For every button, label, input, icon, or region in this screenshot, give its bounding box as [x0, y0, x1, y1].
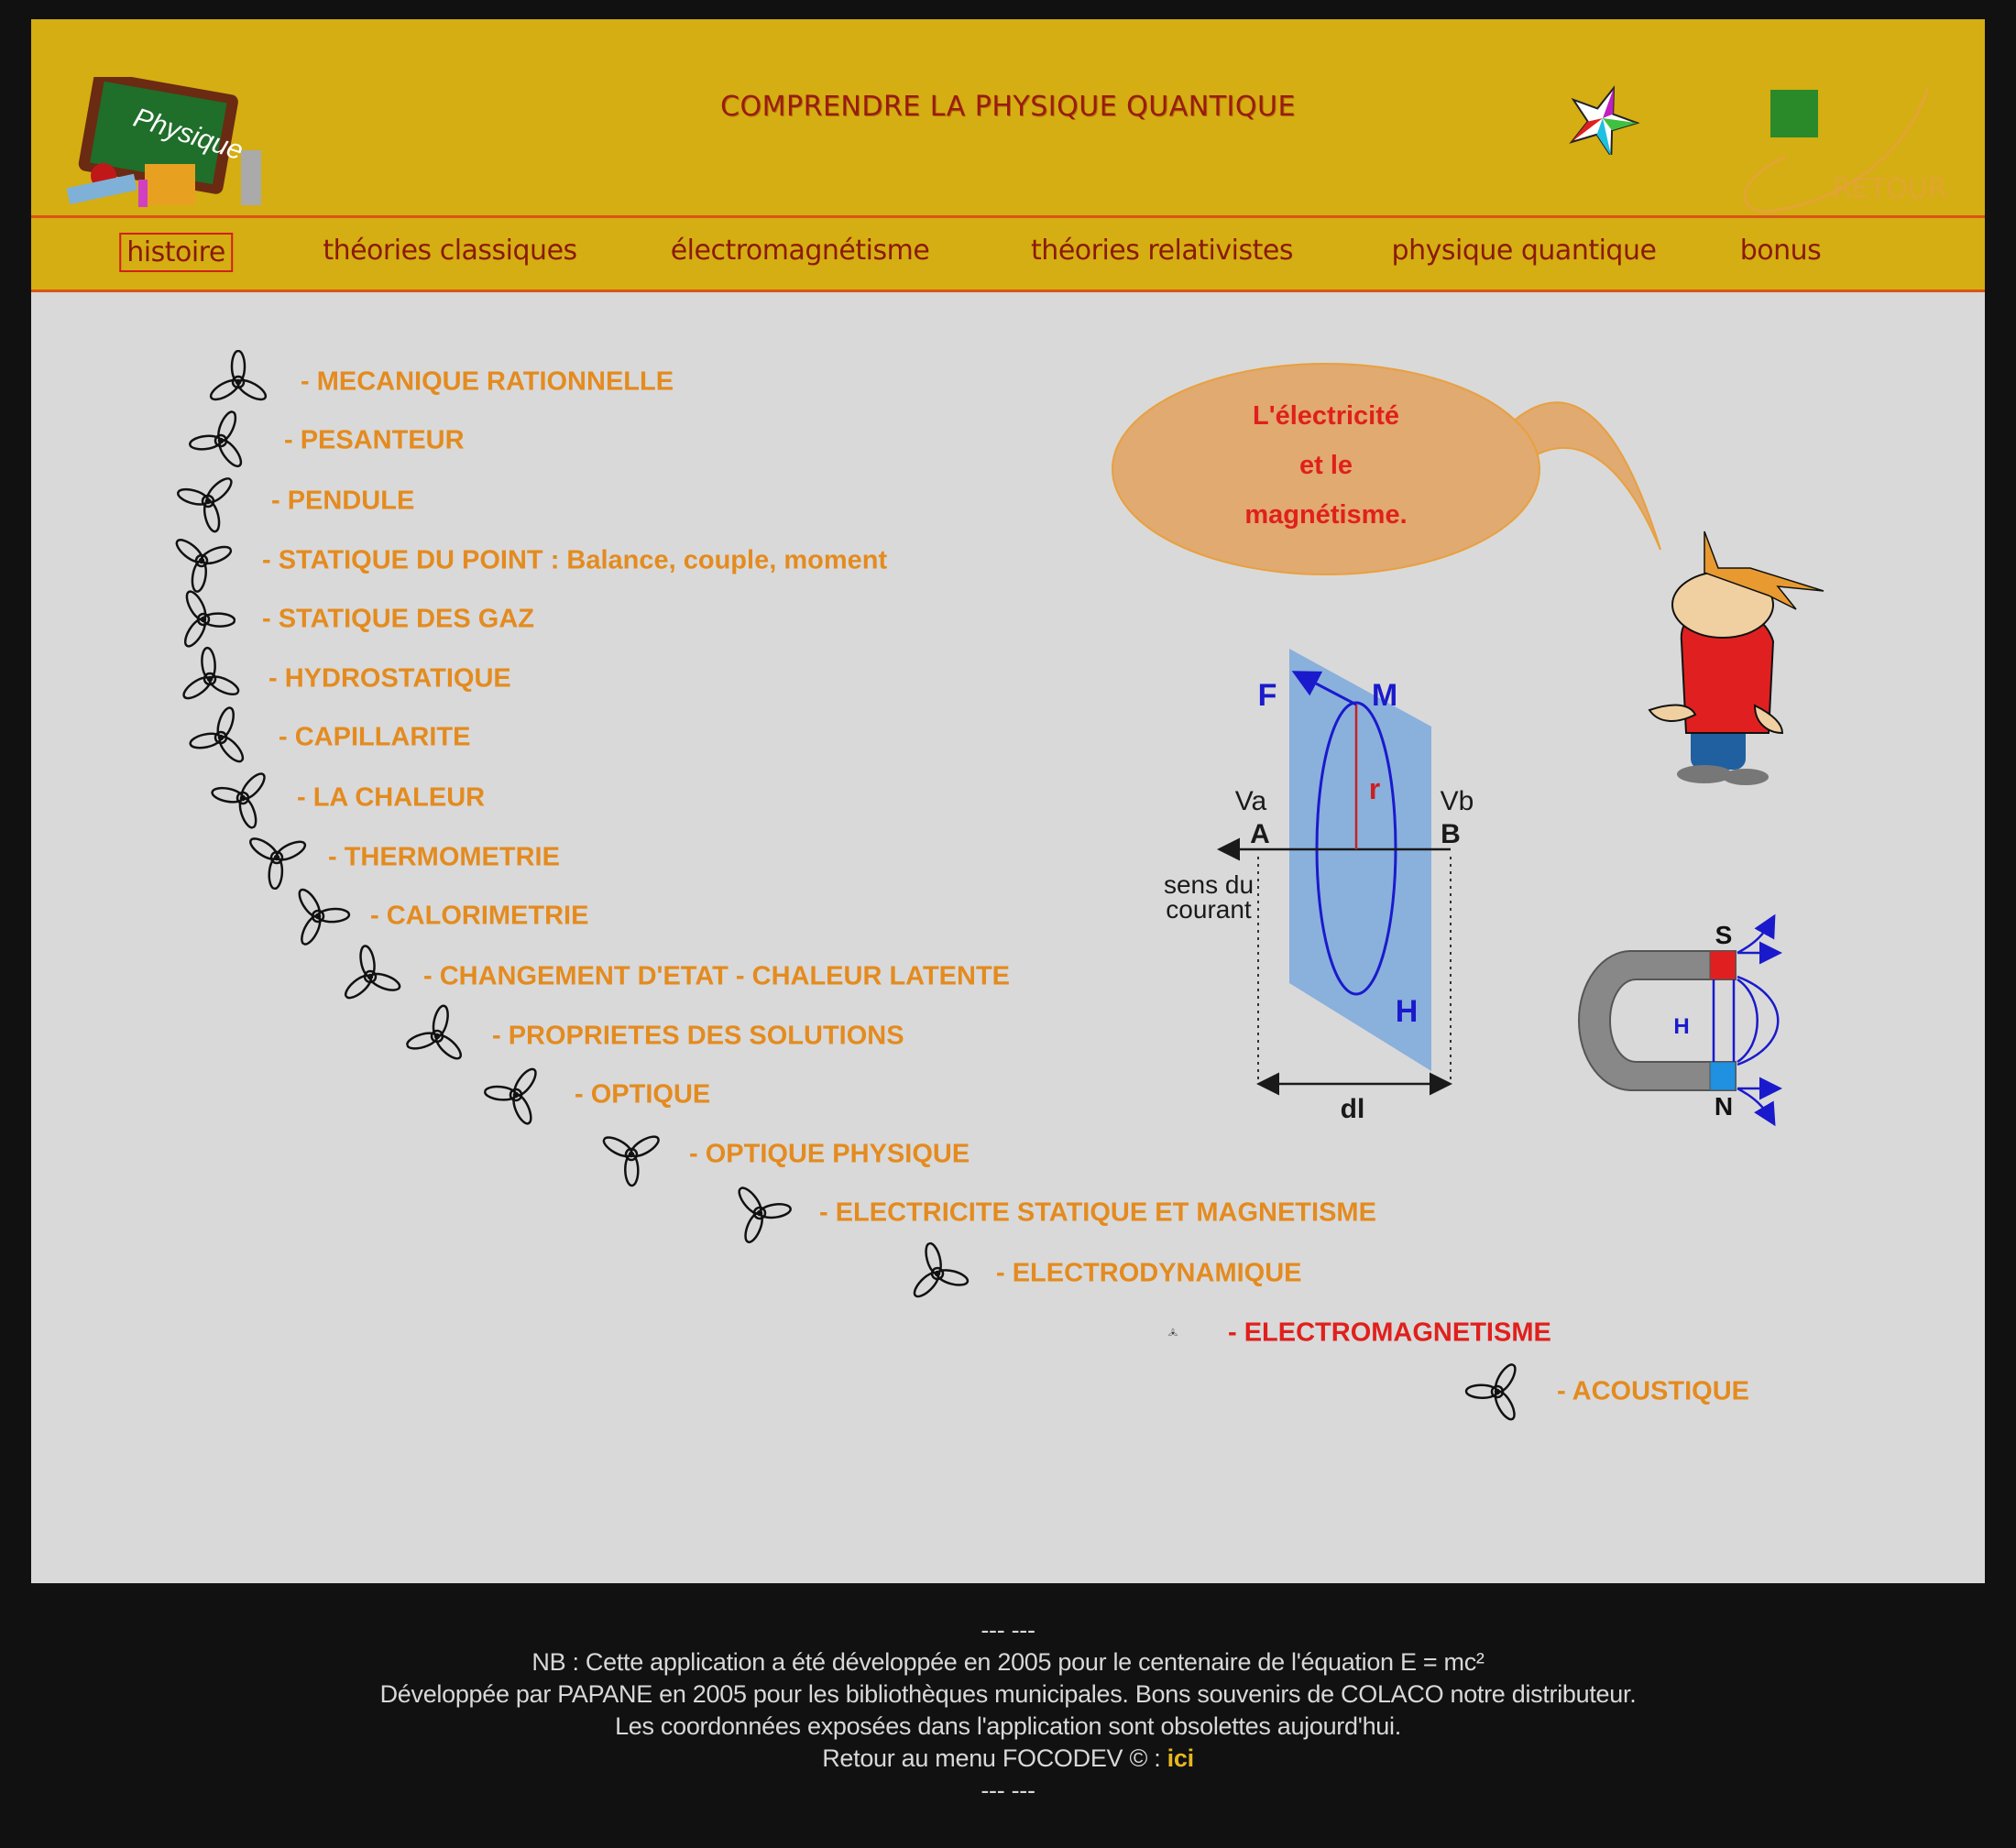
star-icon[interactable] — [1566, 82, 1639, 155]
propeller-icon — [206, 349, 270, 414]
green-square-icon[interactable] — [1770, 90, 1818, 137]
illustration: L'électricité et le magnétisme. F M r Va… — [1112, 363, 1824, 1127]
menu-item[interactable]: - PENDULE — [271, 486, 415, 516]
label-dl: dl — [1341, 1094, 1365, 1124]
menu-item[interactable]: - CHANGEMENT D'ETAT - CHALEUR LATENTE — [423, 961, 1011, 991]
propeller-icon — [483, 1063, 548, 1127]
footer: --- --- NB : Cette application a été dév… — [0, 1614, 2016, 1807]
label-A: A — [1250, 819, 1270, 849]
label-F: F — [1258, 678, 1277, 713]
propeller-icon — [170, 529, 234, 593]
retour-button[interactable]: RETOUR — [1833, 173, 1947, 205]
speech-bubble: L'électricité et le magnétisme. — [1112, 363, 1661, 575]
menu-item[interactable]: - LA CHALEUR — [297, 782, 486, 813]
label-Va: Va — [1235, 786, 1267, 816]
propeller-icon — [188, 409, 253, 473]
menu-item[interactable]: - ACOUSTIQUE — [1557, 1376, 1749, 1406]
nav-physique-quantique[interactable]: physique quantique — [1391, 235, 1657, 267]
propeller-icon — [171, 587, 236, 651]
main-panel: Physique COMPRENDRE LA PHYSIQUE QUANTIQU… — [31, 19, 1985, 1583]
propeller-icon — [176, 469, 240, 533]
footer-separator: --- --- — [981, 1777, 1035, 1804]
bubble-line: magnétisme. — [1244, 500, 1407, 530]
propeller-icon — [1168, 1328, 1178, 1339]
nav-bonus[interactable]: bonus — [1739, 235, 1822, 267]
header: Physique COMPRENDRE LA PHYSIQUE QUANTIQU… — [31, 19, 1985, 218]
menu-item[interactable]: - OPTIQUE — [575, 1079, 711, 1110]
magnet-label-N: N — [1715, 1092, 1733, 1121]
nav-theories-classiques[interactable]: théories classiques — [323, 235, 577, 267]
menu-item[interactable]: - MECANIQUE RATIONNELLE — [301, 366, 674, 397]
propeller-icon — [189, 705, 253, 770]
propeller-icon — [599, 1122, 663, 1187]
label-Vb: Vb — [1441, 786, 1474, 816]
nav-electromagnetisme[interactable]: électromagnétisme — [670, 235, 930, 267]
label-sens-du: sens du — [1164, 870, 1254, 899]
propeller-icon — [338, 945, 402, 1009]
footer-ici-link[interactable]: ici — [1167, 1744, 1194, 1772]
menu-item[interactable]: - ELECTRODYNAMIQUE — [996, 1258, 1302, 1288]
bubble-line: et le — [1299, 451, 1353, 480]
propeller-icon — [728, 1181, 792, 1245]
label-H: H — [1396, 994, 1419, 1029]
menu-item[interactable]: - STATIQUE DES GAZ — [262, 604, 534, 634]
propeller-icon — [211, 766, 275, 830]
footer-credits: Développée par PAPANE en 2005 pour les b… — [379, 1680, 1637, 1708]
propeller-icon — [405, 1004, 469, 1068]
page-title: COMPRENDRE LA PHYSIQUE QUANTIQUE — [720, 91, 1296, 123]
menu-item[interactable]: - CALORIMETRIE — [370, 901, 589, 931]
propeller-icon — [905, 1241, 970, 1306]
propeller-icon — [286, 884, 351, 948]
menu-item[interactable]: - ELECTRICITE STATIQUE ET MAGNETISME — [819, 1197, 1376, 1228]
menu-item[interactable]: - PESANTEUR — [284, 425, 465, 455]
nav-histoire[interactable]: histoire — [119, 233, 233, 272]
propeller-icon — [178, 646, 242, 711]
magnetic-field-diagram: F M r Va Vb A B sens du courant H dl — [1164, 649, 1474, 1124]
nav-theories-relativistes[interactable]: théories relativistes — [1031, 235, 1293, 267]
propeller-icon — [245, 826, 309, 891]
menu-item[interactable]: - STATIQUE DU POINT : Balance, couple, m… — [262, 545, 888, 575]
menu-item[interactable]: - ELECTROMAGNETISME — [1228, 1318, 1551, 1348]
footer-return-text: Retour au menu FOCODEV © : — [822, 1744, 1167, 1772]
label-r: r — [1369, 772, 1380, 805]
label-B: B — [1441, 819, 1461, 849]
magnet-label-S: S — [1715, 921, 1733, 949]
label-courant: courant — [1166, 895, 1252, 924]
menu-item[interactable]: - THERMOMETRIE — [328, 842, 560, 872]
menu-item[interactable]: - OPTIQUE PHYSIQUE — [689, 1139, 970, 1169]
physique-logo: Physique — [66, 77, 261, 207]
menu-item[interactable]: - PROPRIETES DES SOLUTIONS — [492, 1021, 904, 1051]
main-nav: histoire théories classiques électromagn… — [31, 218, 1985, 292]
footer-separator: --- --- — [981, 1616, 1035, 1644]
footer-disclaimer: Les coordonnées exposées dans l'applicat… — [615, 1712, 1401, 1740]
bubble-line: L'électricité — [1253, 401, 1399, 431]
retour-arc-icon — [1743, 87, 1930, 214]
propeller-icon — [1464, 1360, 1529, 1424]
horseshoe-magnet: S N H — [1578, 913, 1782, 1127]
cartoon-character — [1648, 530, 1824, 785]
footer-note: NB : Cette application a été développée … — [531, 1648, 1485, 1676]
footer-return: Retour au menu FOCODEV © : ici — [0, 1743, 2016, 1775]
menu-item[interactable]: - CAPILLARITE — [279, 722, 471, 752]
menu-item[interactable]: - HYDROSTATIQUE — [268, 663, 511, 694]
label-M: M — [1372, 678, 1397, 713]
magnet-label-H: H — [1673, 1014, 1689, 1039]
